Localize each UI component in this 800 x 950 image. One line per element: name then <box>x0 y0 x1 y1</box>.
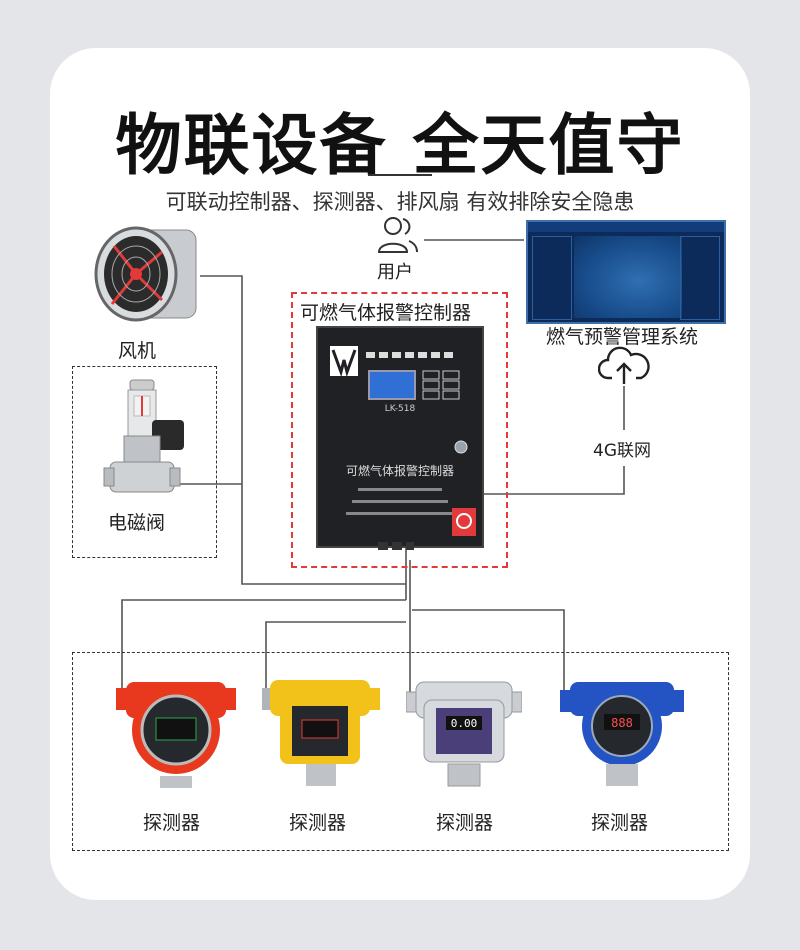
system-label: 燃气预警管理系统 <box>546 326 699 348</box>
controller-front-text: 可燃气体报警控制器 <box>345 464 454 478</box>
detector4-wire <box>412 609 565 692</box>
user-label: 用户 <box>377 262 413 283</box>
detector-4-label: 探测器 <box>591 812 649 834</box>
network-label: 4G联网 <box>593 441 651 461</box>
page-subtitle: 可联动控制器、探测器、排风扇 有效排除安全隐患 <box>165 190 635 214</box>
network-wire-lower <box>480 466 625 495</box>
vent-stripe-3 <box>346 512 454 515</box>
user-icon <box>377 217 418 253</box>
controller-logo-icon <box>330 346 358 376</box>
fan-label: 风机 <box>118 340 157 362</box>
detector-2-label: 探测器 <box>289 812 347 834</box>
detector2-wire <box>265 621 406 692</box>
detector-silver-image: 0.00 <box>406 681 522 787</box>
lock-icon <box>454 440 468 454</box>
cloud-upload-icon <box>598 346 650 384</box>
management-system-screen <box>526 220 726 324</box>
valve-group-box <box>72 366 217 558</box>
detector-3-display: 0.00 <box>451 717 478 730</box>
controller-box-label: 可燃气体报警控制器 <box>300 302 472 324</box>
controller-group-box <box>291 292 508 568</box>
detector-3-label: 探测器 <box>436 812 494 834</box>
valve-label: 电磁阀 <box>108 512 166 534</box>
detector1-wire <box>121 599 406 692</box>
page-title: 物联设备 全天值守 <box>115 107 685 184</box>
detector-blue-image: 888 <box>560 682 684 786</box>
screen-map <box>574 236 682 318</box>
indicator-row <box>366 352 453 358</box>
detector-4-display: 888 <box>611 716 633 730</box>
screen-header-bar <box>528 222 724 232</box>
detector-red-image <box>116 682 236 788</box>
fan-wire <box>200 275 406 585</box>
vent-stripe-1 <box>358 488 442 491</box>
warning-label-icon <box>452 508 476 536</box>
detector-yellow-image <box>262 680 380 786</box>
controller-model: LK-518 <box>384 404 416 414</box>
screen-left-panel <box>532 236 572 320</box>
screen-right-panel <box>680 236 720 320</box>
controller-lcd <box>368 370 416 400</box>
vent-stripe-2 <box>352 500 448 503</box>
title-divider <box>368 174 432 176</box>
detector-group-box <box>72 652 729 851</box>
fan-image <box>94 226 197 322</box>
cable-glands <box>378 542 414 550</box>
keypad <box>422 370 460 400</box>
detector-1-label: 探测器 <box>143 812 201 834</box>
alarm-controller: LK-518 可燃气体报警控制器 <box>316 326 484 550</box>
solenoid-valve-image <box>103 379 184 493</box>
